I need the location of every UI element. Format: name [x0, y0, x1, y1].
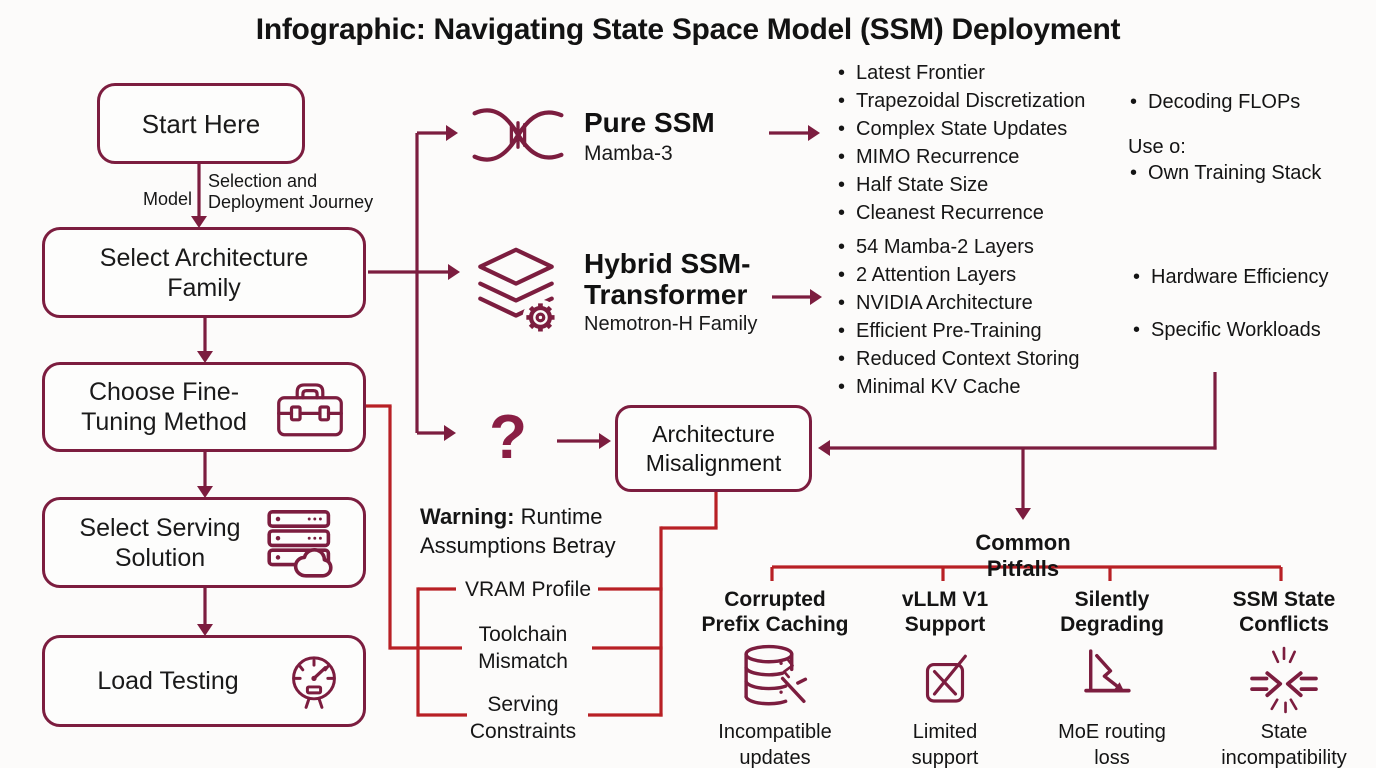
pitfall-title: vLLM V1 Support	[901, 588, 989, 636]
select-architecture-label: Select Architecture Family	[99, 243, 309, 302]
common-pitfalls-heading: Common Pitfalls	[975, 530, 1071, 581]
question-mark-icon: ?	[489, 403, 527, 472]
list-item: 2 Attention Layers	[838, 261, 1079, 289]
flow-box-select-architecture: Select Architecture Family	[42, 227, 366, 318]
risk-label-toolchain: Toolchain Mismatch	[478, 623, 568, 673]
declining-chart-icon	[1024, 641, 1200, 719]
list-item: Complex State Updates	[838, 115, 1085, 143]
pure-ssm-title: Pure SSM	[584, 107, 715, 138]
crossed-box-icon	[857, 641, 1033, 719]
page-title: Infographic: Navigating State Space Mode…	[255, 13, 1121, 46]
flow-box-serving: Select Serving Solution	[42, 497, 366, 588]
list-item: 54 Mamba-2 Layers	[838, 233, 1079, 261]
risk-label-vram: VRAM Profile	[464, 578, 592, 601]
list-item: NVIDIA Architecture	[838, 289, 1079, 317]
hybrid-subtitle: Nemotron-H Family	[584, 313, 758, 335]
pitfall-corrupted-prefix-caching: Corrupted Prefix Caching Incompatible up…	[687, 587, 863, 768]
pitfall-ssm-state-conflicts: SSM State Conflicts	[1196, 587, 1372, 768]
pitfall-silently-degrading: Silently Degrading MoE routing loss	[1024, 587, 1200, 768]
list-item: Hardware Efficiency	[1133, 263, 1328, 291]
pitfall-caption: Limited support	[911, 721, 979, 768]
hybrid-title: Hybrid SSM- Transformer	[584, 248, 751, 310]
server-cloud-icon	[265, 507, 347, 579]
flow-box-start: Start Here	[97, 83, 305, 164]
list-item: Half State Size	[838, 171, 1085, 199]
risk-label-serving-constraints: Serving Constraints	[469, 693, 577, 743]
list-item: Trapezoidal Discretization	[838, 87, 1085, 115]
list-item: Decoding FLOPs	[1130, 88, 1300, 116]
layers-gear-icon	[469, 246, 563, 340]
pure-ssm-bullet-list: Latest Frontier Trapezoidal Discretizati…	[838, 59, 1085, 227]
pitfall-vllm-v1-support: vLLM V1 Support Limited support	[857, 587, 1033, 768]
journey-label-model: Model	[142, 189, 192, 209]
list-item: Own Training Stack	[1130, 159, 1321, 187]
journey-label-line2: Deployment Journey	[208, 192, 374, 212]
misalignment-label: Architecture Misalignment	[645, 420, 782, 476]
flow-box-load-testing: Load Testing	[42, 635, 366, 727]
hybrid-bullet-list: 54 Mamba-2 Layers 2 Attention Layers NVI…	[838, 233, 1079, 401]
flow-box-fine-tuning: Choose Fine- Tuning Method	[42, 362, 366, 452]
list-item: Efficient Pre-Training	[838, 317, 1079, 345]
pitfall-caption: MoE routing loss	[1058, 721, 1166, 768]
list-item: Latest Frontier	[838, 59, 1085, 87]
list-item: Reduced Context Storing	[838, 345, 1079, 373]
fine-tuning-label: Choose Fine- Tuning Method	[81, 378, 247, 436]
pitfall-title: SSM State Conflicts	[1232, 588, 1336, 636]
pitfall-caption: State incompatibility	[1221, 721, 1347, 768]
pitfall-title: Corrupted Prefix Caching	[701, 588, 849, 636]
load-testing-label: Load Testing	[97, 667, 239, 695]
gauge-icon	[281, 646, 347, 716]
pure-ssm-subtitle: Mamba-3	[584, 142, 673, 165]
pitfall-caption: Incompatible updates	[718, 721, 832, 768]
list-item: Minimal KV Cache	[838, 373, 1079, 401]
use-heading: Use o:	[1128, 136, 1186, 158]
serving-label: Select Serving Solution	[79, 513, 241, 572]
collision-icon	[1196, 641, 1372, 719]
list-item: Cleanest Recurrence	[838, 199, 1085, 227]
warning-note: Warning: Runtime Assumptions Betray	[420, 504, 616, 558]
list-item: MIMO Recurrence	[838, 143, 1085, 171]
pitfall-title: Silently Degrading	[1060, 588, 1164, 636]
dna-icon	[468, 102, 568, 168]
architecture-misalignment-box: Architecture Misalignment	[615, 405, 812, 492]
database-slash-icon	[687, 641, 863, 719]
journey-label-line1: Selection and	[208, 171, 318, 191]
toolbox-icon	[273, 375, 347, 439]
list-item: Specific Workloads	[1133, 316, 1321, 344]
start-label: Start Here	[141, 108, 261, 139]
